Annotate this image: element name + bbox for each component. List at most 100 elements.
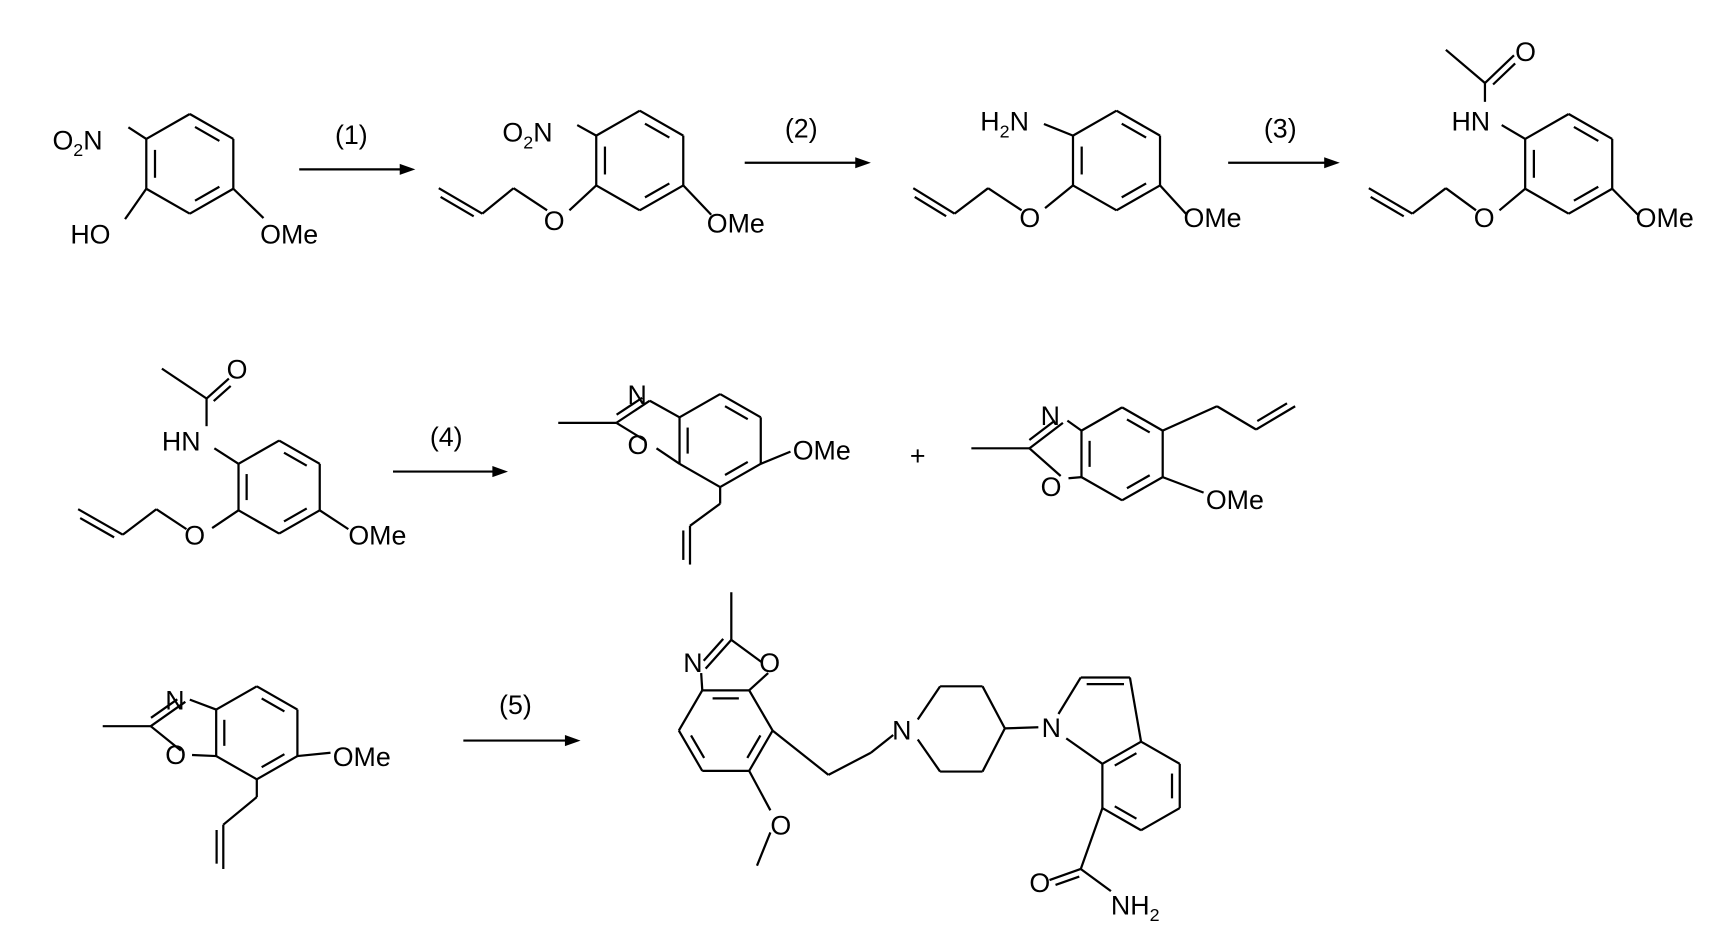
bond <box>1081 869 1111 891</box>
bond <box>983 728 1005 771</box>
svg-text:OMe: OMe <box>348 521 406 551</box>
svg-text:OMe: OMe <box>707 209 765 239</box>
svg-text:O: O <box>1515 37 1536 67</box>
svg-text:OMe: OMe <box>260 220 318 250</box>
bond <box>918 739 940 771</box>
svg-text:H2N: H2N <box>980 107 1029 142</box>
bond <box>1141 808 1180 830</box>
bond <box>1068 477 1081 478</box>
svg-text:OMe: OMe <box>1206 485 1264 515</box>
molecule-1-labels: O2N HO OMe <box>52 126 318 250</box>
svg-text:O: O <box>544 206 565 236</box>
bond <box>514 188 547 210</box>
arrow-step-5 <box>463 735 580 746</box>
svg-text:O: O <box>227 355 248 385</box>
bond <box>214 448 238 463</box>
bond <box>1257 403 1287 421</box>
svg-text:N: N <box>683 648 702 678</box>
bond <box>192 755 216 756</box>
bond <box>1073 111 1117 136</box>
svg-text:O: O <box>1019 203 1040 233</box>
molecule-9-labels: N O O N N O NH2 <box>683 648 1159 925</box>
svg-text:N: N <box>1041 401 1060 431</box>
svg-text:O: O <box>1029 868 1050 898</box>
bond <box>690 504 720 526</box>
bond <box>1163 406 1217 430</box>
bond <box>1130 677 1141 741</box>
bond <box>146 114 190 139</box>
bond <box>128 127 146 139</box>
svg-text:OMe: OMe <box>333 742 391 772</box>
bond <box>1612 189 1638 215</box>
bond <box>1073 185 1117 210</box>
bond <box>123 509 156 534</box>
svg-text:O: O <box>184 521 205 551</box>
bond <box>216 756 257 779</box>
svg-text:OMe: OMe <box>1183 203 1241 233</box>
bond <box>596 185 640 210</box>
arrow-step-4 <box>393 466 508 477</box>
bond <box>156 509 186 529</box>
bond <box>1058 677 1080 714</box>
molecule-3-labels: H2N O OMe <box>980 107 1241 233</box>
step-label-3: (3) <box>1264 113 1297 143</box>
step-label-2: (2) <box>785 113 818 143</box>
bond <box>1502 125 1525 139</box>
bond <box>955 188 988 213</box>
molecule-2-labels: O2N O OMe <box>502 118 764 239</box>
bond <box>988 188 1021 210</box>
bond <box>1005 727 1038 728</box>
svg-text:O: O <box>627 430 648 460</box>
svg-text:NH2: NH2 <box>1111 890 1160 925</box>
bond <box>297 753 330 756</box>
bond <box>731 640 761 662</box>
bond <box>1499 189 1525 211</box>
bond <box>207 379 229 399</box>
arrow-step-1 <box>299 164 415 175</box>
bond <box>983 686 1005 728</box>
bond <box>214 386 231 401</box>
bond <box>1141 742 1180 764</box>
bond <box>1525 114 1569 139</box>
plus-sign: + <box>910 441 926 471</box>
bond <box>239 441 280 464</box>
bond <box>1525 189 1569 214</box>
bond <box>1217 406 1256 429</box>
bond <box>679 690 702 730</box>
molecule-7-labels: N O OMe <box>1041 401 1264 515</box>
bond <box>146 189 190 214</box>
bond <box>1493 63 1515 84</box>
svg-text:HO: HO <box>70 220 110 250</box>
bond <box>650 401 680 418</box>
bond <box>239 510 280 533</box>
svg-text:O: O <box>759 648 780 678</box>
bond <box>223 797 256 825</box>
arrow-step-2 <box>745 157 871 168</box>
svg-text:OMe: OMe <box>1636 203 1694 233</box>
bond <box>1066 738 1102 763</box>
bond <box>125 189 146 219</box>
bond <box>761 452 791 464</box>
bond <box>680 464 721 487</box>
svg-text:O2N: O2N <box>502 118 552 153</box>
bond <box>1045 185 1073 208</box>
svg-text:O: O <box>1474 203 1495 233</box>
bond <box>190 700 216 710</box>
svg-text:HN: HN <box>162 427 201 457</box>
arrow-step-3 <box>1228 157 1340 168</box>
svg-text:N: N <box>627 380 646 410</box>
svg-text:N: N <box>892 716 911 746</box>
bond <box>757 832 770 865</box>
svg-text:HN: HN <box>1451 107 1490 137</box>
svg-text:O2N: O2N <box>52 126 102 161</box>
bond <box>162 369 207 399</box>
bond <box>1081 808 1103 869</box>
bond <box>657 448 680 463</box>
bond <box>680 394 721 417</box>
bond <box>212 510 238 528</box>
step-label-4: (4) <box>430 422 463 452</box>
bonds <box>78 50 1638 891</box>
bond <box>773 731 829 775</box>
svg-text:O: O <box>770 811 791 841</box>
